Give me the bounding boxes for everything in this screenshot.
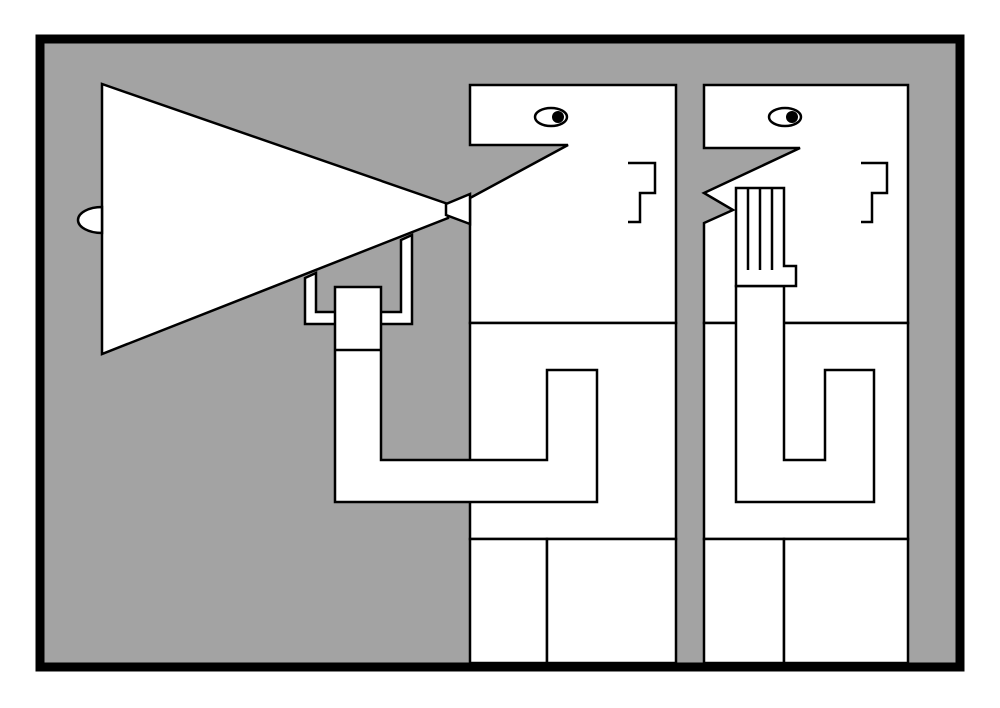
megaphone-mouthpiece bbox=[444, 192, 472, 226]
hand-icon bbox=[734, 186, 798, 288]
whispering-person-leg-right bbox=[782, 537, 910, 665]
megaphone-cone bbox=[100, 82, 450, 356]
pupil-icon bbox=[786, 111, 798, 123]
shouting-person-leg-left bbox=[468, 537, 549, 665]
pupil-icon bbox=[552, 111, 564, 123]
shouting-person-leg-right bbox=[545, 537, 678, 665]
megaphone-cap bbox=[76, 205, 104, 235]
megaphone bbox=[76, 82, 472, 356]
ear-icon bbox=[628, 161, 657, 224]
whispering-person-torso bbox=[702, 321, 910, 541]
ear-icon bbox=[861, 161, 889, 224]
whispering-person-leg-left bbox=[702, 537, 786, 665]
whispering-person-arm bbox=[734, 284, 876, 504]
shouting-person bbox=[468, 83, 678, 665]
whispering-person bbox=[701, 83, 910, 665]
shouting-person-head bbox=[468, 83, 678, 325]
whispering-person-head bbox=[701, 83, 910, 325]
shouting-person-arm bbox=[333, 285, 599, 504]
